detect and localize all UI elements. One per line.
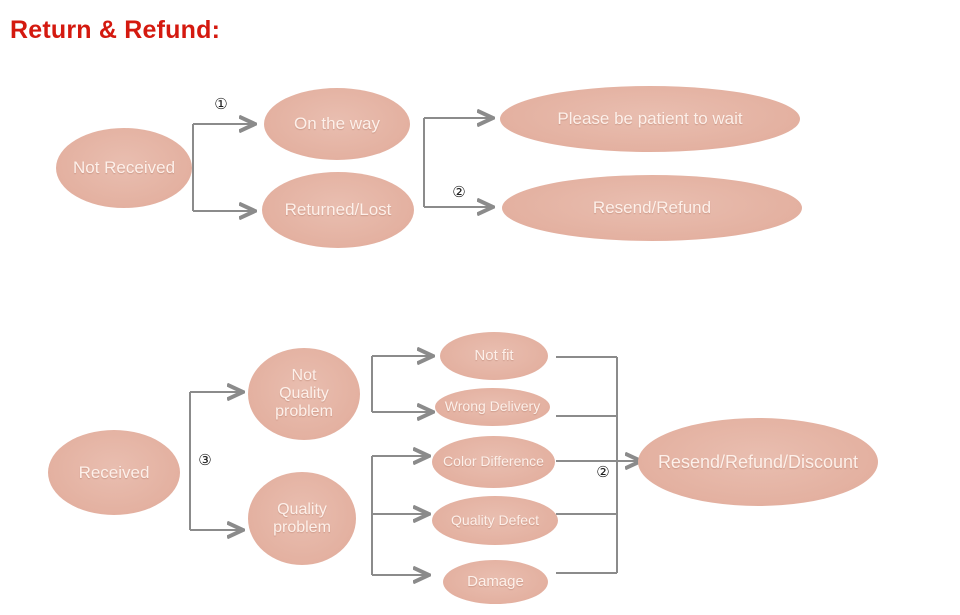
step-marker-2b: ② [596, 463, 610, 481]
node-label: Wrong Delivery [444, 398, 541, 415]
node-label: Returned/Lost [284, 200, 392, 220]
node-please-be-patient-to-wait[interactable]: Please be patient to wait [500, 86, 800, 152]
node-label: Quality Defect [451, 511, 539, 528]
node-damage[interactable]: Damage [443, 560, 548, 604]
node-resend-refund-discount[interactable]: Resend/Refund/Discount [638, 418, 878, 506]
node-color-difference[interactable]: Color Difference [432, 436, 555, 488]
node-label-line3: problem [275, 402, 333, 420]
node-label-line1: Quality [277, 500, 327, 518]
node-label: Color Difference [443, 453, 544, 470]
node-not-quality-problem[interactable]: Not Quality problem [248, 348, 360, 440]
node-wrong-delivery[interactable]: Wrong Delivery [435, 388, 550, 426]
step-marker-1: ① [214, 95, 228, 113]
node-received[interactable]: Received [48, 430, 180, 515]
node-label: Please be patient to wait [557, 109, 743, 129]
step-marker-3: ③ [198, 451, 212, 469]
node-label: Resend/Refund/Discount [657, 451, 859, 472]
node-label: Quality problem [273, 501, 331, 537]
node-on-the-way[interactable]: On the way [264, 88, 410, 160]
node-quality-problem[interactable]: Quality problem [248, 472, 356, 565]
node-quality-defect[interactable]: Quality Defect [432, 496, 558, 545]
node-label-line2: problem [273, 518, 331, 536]
node-not-received[interactable]: Not Received [56, 128, 192, 208]
node-label-line2: Quality [279, 385, 329, 403]
node-label: Not Quality problem [275, 367, 333, 421]
node-not-fit[interactable]: Not fit [440, 332, 548, 380]
node-label: Not Received [72, 158, 176, 178]
page-title: Return & Refund: [10, 16, 221, 44]
node-label: Damage [467, 572, 524, 590]
node-label: Resend/Refund [592, 198, 712, 218]
node-label: On the way [294, 114, 380, 134]
node-label: Received [78, 462, 150, 482]
node-returned-lost[interactable]: Returned/Lost [262, 172, 414, 248]
connector-quality-split [371, 456, 428, 575]
connector-not-quality-split [371, 356, 432, 412]
connector-not-received-split [192, 124, 254, 211]
node-resend-refund[interactable]: Resend/Refund [502, 175, 802, 241]
step-marker-2: ② [452, 183, 466, 201]
node-label: Not fit [474, 346, 514, 364]
node-label-line1: Not [291, 367, 317, 385]
